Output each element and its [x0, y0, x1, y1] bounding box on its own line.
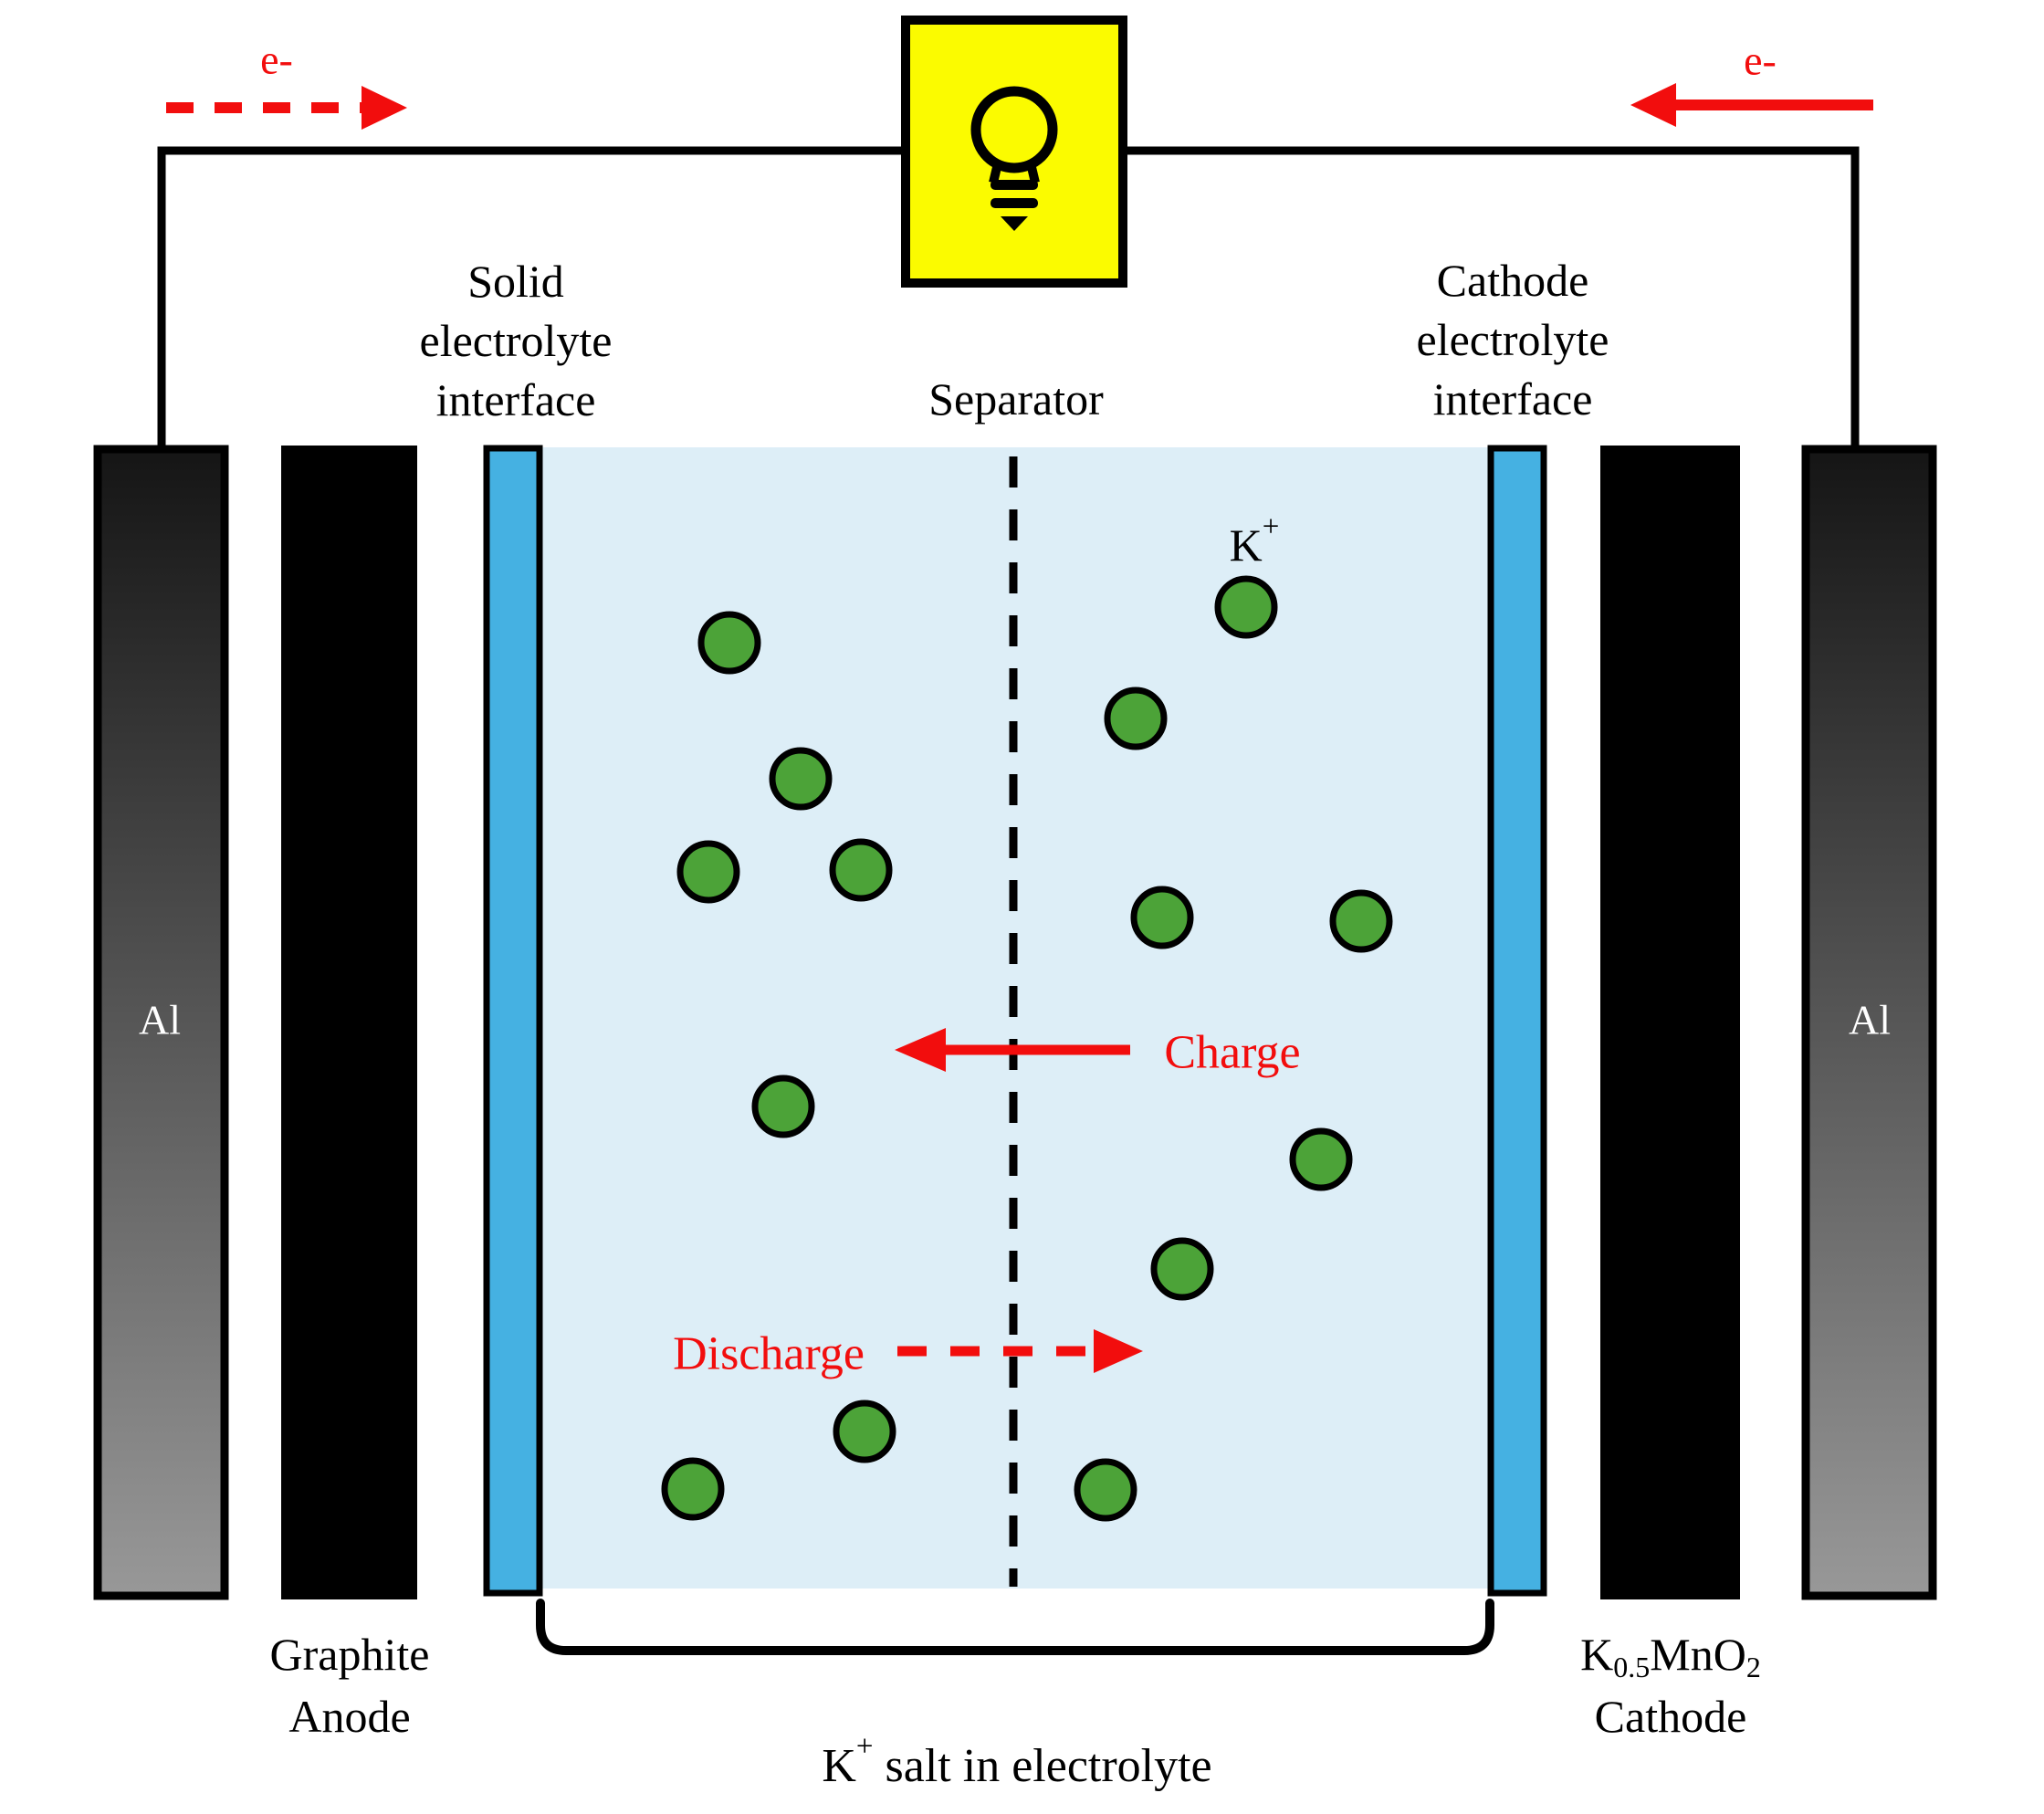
k-ion	[833, 1400, 896, 1463]
anode-label-line2: Anode	[288, 1691, 410, 1742]
k-ion	[769, 747, 833, 811]
salt-label: K+ salt in electrolyte	[822, 1730, 1211, 1792]
sei-label-line3: interface	[436, 374, 596, 425]
electrolyte-bracket	[536, 1599, 1494, 1655]
cathode-bar	[1600, 446, 1740, 1599]
bulb-box	[901, 16, 1127, 288]
k-ion	[1130, 886, 1194, 949]
cei-strip	[1487, 445, 1547, 1597]
k-ion	[661, 1457, 725, 1521]
k-ion-label: K+	[1230, 510, 1280, 571]
graphite-anode-bar	[281, 446, 417, 1599]
cei-label-line3: interface	[1433, 373, 1593, 425]
k-ion	[1289, 1127, 1353, 1191]
al-label-right: Al	[1849, 997, 1891, 1043]
cathode-name-label: Cathode	[1595, 1691, 1747, 1742]
al-label-left: Al	[139, 997, 181, 1043]
al-collector-right	[1801, 445, 1937, 1600]
k-ion	[1214, 575, 1278, 639]
potassium-ions	[661, 575, 1393, 1522]
electron-arrow-left	[166, 86, 407, 130]
electron-label-right: e-	[1744, 37, 1777, 84]
discharge-arrow	[897, 1329, 1143, 1373]
light-bulb-icon	[970, 86, 1058, 231]
discharge-label: Discharge	[673, 1328, 865, 1380]
cathode-formula-label: K0.5MnO2	[1580, 1629, 1761, 1683]
charge-arrow	[895, 1028, 1130, 1072]
wire-right	[1123, 146, 1860, 447]
cei-label-line2: electrolyte	[1417, 314, 1609, 365]
sei-label-line1: Solid	[467, 256, 564, 307]
k-ion	[751, 1075, 815, 1138]
k-ion	[1104, 687, 1168, 750]
electron-arrow-right	[1630, 83, 1873, 127]
k-ion	[676, 840, 740, 904]
k-ion	[1074, 1458, 1137, 1522]
electron-label-left: e-	[260, 37, 293, 83]
wire-left	[157, 146, 906, 447]
anode-label-line1: Graphite	[270, 1629, 430, 1680]
al-collector-left	[93, 445, 229, 1600]
k-ion	[829, 838, 893, 902]
charge-label: Charge	[1164, 1027, 1300, 1079]
cei-label-line1: Cathode	[1437, 255, 1589, 306]
sei-label-line2: electrolyte	[420, 315, 613, 366]
k-ion	[1329, 889, 1393, 953]
k-ion	[697, 611, 761, 675]
separator-label: Separator	[928, 373, 1104, 425]
k-ion	[1150, 1237, 1214, 1301]
sei-strip	[483, 445, 543, 1597]
